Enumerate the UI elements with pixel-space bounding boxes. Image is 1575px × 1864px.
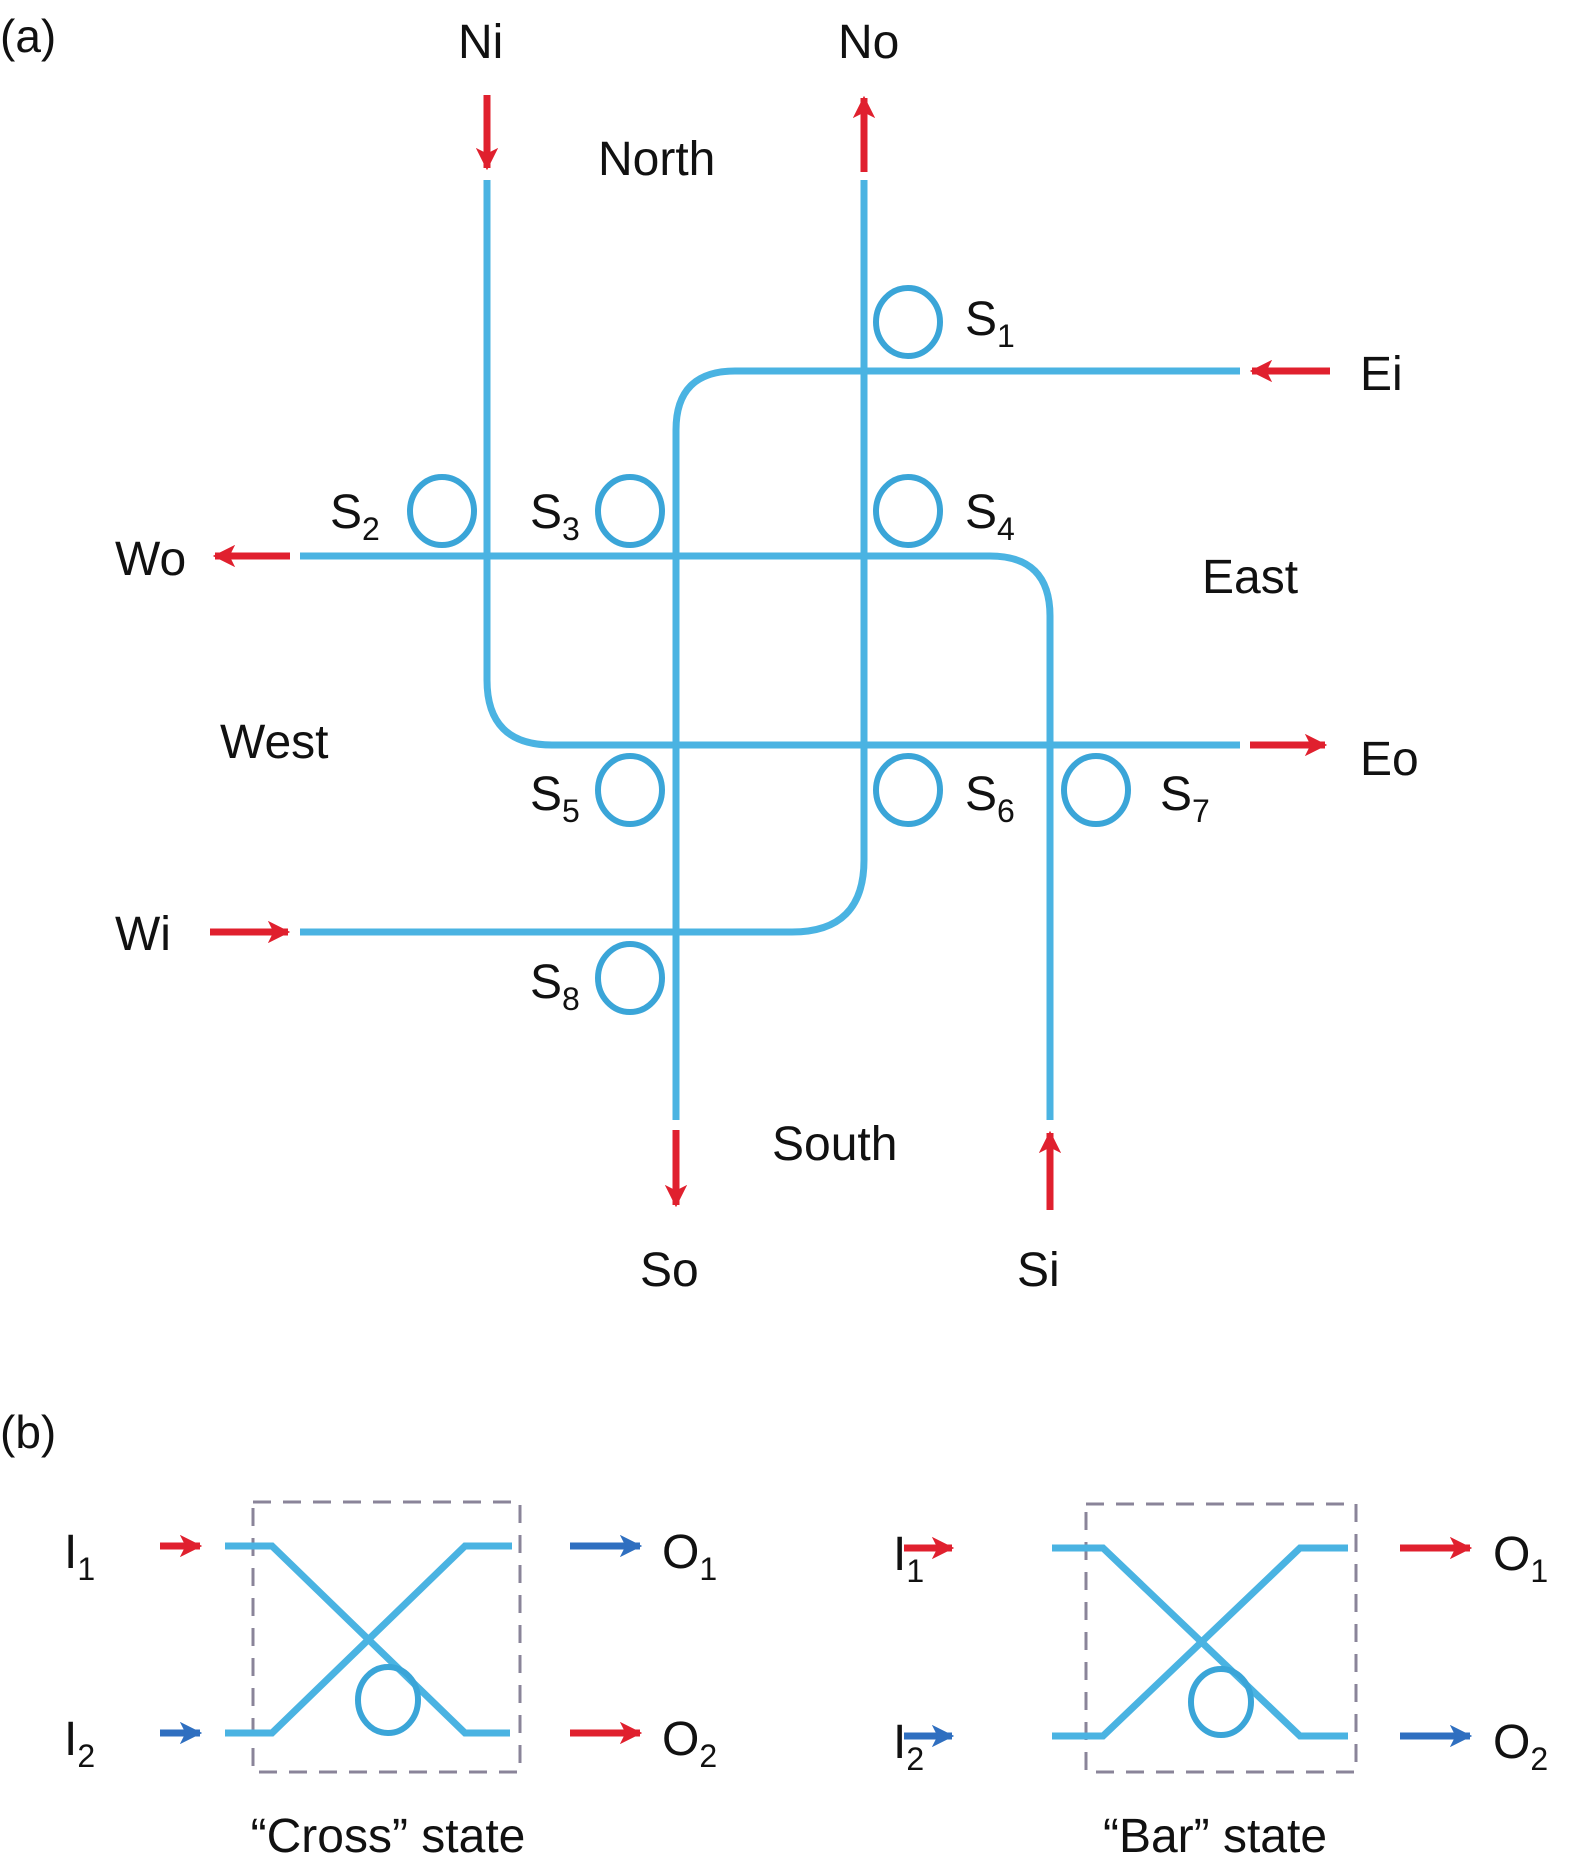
bar-label-i1: I1	[893, 1528, 924, 1589]
waveguide-ni-to-eo	[483, 180, 1240, 749]
region-labels: North East West South	[220, 133, 1298, 1171]
panel-b: (b) I1 I2 O1 O2 “Cross” state	[0, 1406, 1548, 1863]
bar-label-o2: O2	[1493, 1716, 1548, 1777]
port-label-so: So	[640, 1244, 699, 1297]
port-label-si: Si	[1017, 1244, 1060, 1297]
cross-state-caption: “Cross” state	[251, 1810, 526, 1863]
switch-ring-s5[interactable]	[595, 753, 665, 827]
switch-label-s8: S8	[530, 956, 580, 1017]
switch-label-s3: S3	[530, 486, 580, 547]
port-label-wo: Wo	[115, 533, 186, 586]
switch-ring-s2[interactable]	[407, 474, 477, 548]
bar-state-dashed-box	[1084, 1502, 1358, 1774]
region-label-south: South	[772, 1118, 897, 1171]
switch-label-s7: S7	[1160, 768, 1210, 829]
cross-label-o1: O1	[662, 1526, 717, 1587]
switch-ring-s7[interactable]	[1061, 753, 1131, 827]
switch-label-s2: S2	[330, 486, 380, 547]
cross-label-i2: I2	[64, 1713, 95, 1774]
switch-ring-s1[interactable]	[873, 285, 943, 359]
waveguide-wo-to-si	[300, 552, 1054, 1120]
panel-a: (a)	[0, 10, 1419, 1297]
signal-arrows	[210, 95, 1330, 1210]
switch-ring-s6[interactable]	[873, 753, 943, 827]
bar-state-ring	[1188, 1666, 1254, 1738]
bar-state-switch: I1 I2 O1 O2 “Bar” state	[893, 1502, 1548, 1863]
port-label-wi: Wi	[115, 908, 171, 961]
cross-state-ring	[355, 1664, 421, 1736]
port-label-eo: Eo	[1360, 733, 1419, 786]
waveguide-ei-to-so	[672, 367, 1240, 1120]
waveguides	[300, 180, 1240, 1120]
bar-label-i2: I2	[893, 1716, 924, 1777]
bar-state-caption: “Bar” state	[1103, 1810, 1327, 1863]
port-label-no: No	[838, 16, 899, 69]
bar-waveguide-lower-to-upper	[1052, 1544, 1348, 1740]
panel-a-label: (a)	[0, 10, 56, 62]
switch-label-s6: S6	[965, 768, 1015, 829]
port-label-ei: Ei	[1360, 348, 1403, 401]
cross-label-i1: I1	[64, 1526, 95, 1587]
cross-label-o2: O2	[662, 1713, 717, 1774]
switch-ring-s3[interactable]	[595, 474, 665, 548]
microring-switches	[407, 285, 1131, 1015]
cross-state-switch: I1 I2 O1 O2 “Cross” state	[64, 1500, 717, 1863]
port-labels: Ni No Ei Eo Wo Wi So Si	[115, 16, 1419, 1297]
waveguide-no	[300, 180, 868, 936]
region-label-north: North	[598, 133, 715, 186]
switch-label-s1: S1	[965, 293, 1015, 354]
switch-ring-s4[interactable]	[873, 474, 943, 548]
bar-label-o1: O1	[1493, 1528, 1548, 1589]
switch-label-s5: S5	[530, 768, 580, 829]
cross-waveguide-lower-to-upper	[225, 1542, 512, 1737]
switch-label-s4: S4	[965, 486, 1015, 547]
panel-b-label: (b)	[0, 1406, 56, 1458]
region-label-east: East	[1202, 551, 1298, 604]
cross-state-dashed-box	[251, 1500, 522, 1774]
port-label-ni: Ni	[458, 16, 503, 69]
switch-labels: S1 S2 S3 S4 S5 S6 S7 S8	[330, 293, 1210, 1017]
switch-ring-s8[interactable]	[595, 941, 665, 1015]
region-label-west: West	[220, 716, 328, 769]
